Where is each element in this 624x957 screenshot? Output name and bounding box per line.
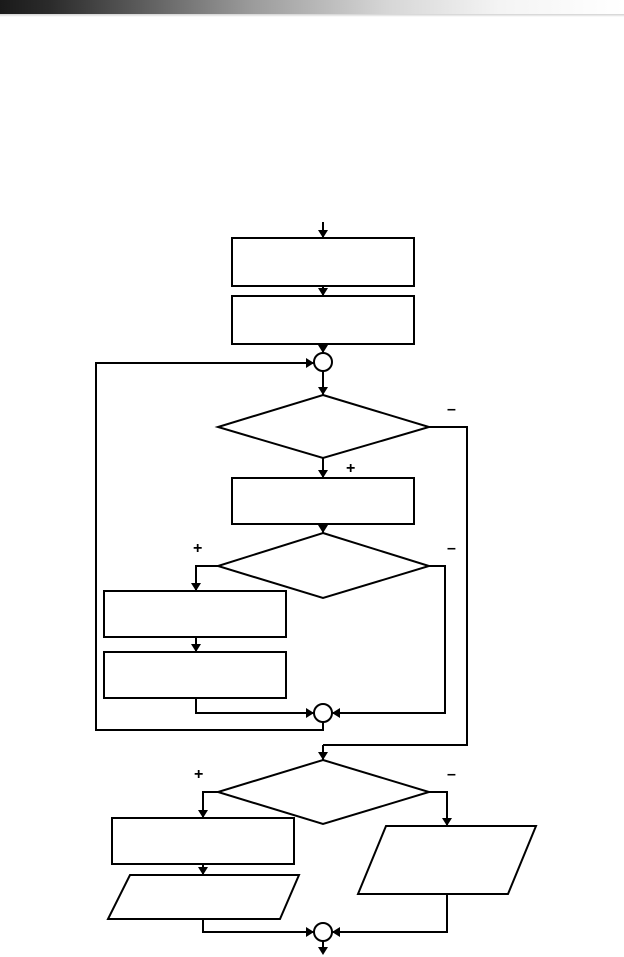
arrowhead-left (332, 927, 340, 937)
connector-lines (95, 222, 468, 950)
decision-diamond-3 (214, 758, 433, 826)
process-box-6 (111, 817, 295, 865)
decision-diamond-2 (214, 531, 433, 600)
process-box-1 (231, 237, 415, 287)
header-gradient-bar (0, 0, 624, 17)
arrowhead-down (198, 867, 208, 875)
connector-output2-junction3 (332, 894, 448, 933)
arrowhead-down (318, 525, 328, 533)
connector-process5-junction2 (195, 698, 314, 714)
decision-1-no-label: – (447, 401, 456, 418)
decision-3-yes-label: + (194, 766, 203, 783)
arrowheads (191, 230, 452, 955)
arrowhead-down (318, 345, 328, 353)
arrowhead-down (318, 230, 328, 238)
connector-decision2-yes (195, 565, 219, 591)
process-box-2 (231, 295, 415, 345)
arrowhead-left (332, 708, 340, 718)
arrowhead-down (442, 818, 452, 826)
arrowhead-down (318, 470, 328, 478)
arrowhead-right (306, 708, 314, 718)
connector-decision1-no (323, 426, 468, 746)
arrowhead-down (318, 288, 328, 296)
output-parallelogram-2 (356, 825, 538, 895)
flowchart-shapes (103, 237, 538, 942)
junction-circle-1 (313, 352, 333, 372)
output-parallelogram-1 (106, 874, 301, 920)
process-box-5 (103, 651, 287, 699)
arrowhead-down (318, 387, 328, 395)
junction-circle-3 (313, 922, 333, 942)
connector-decision3-yes (202, 791, 219, 818)
decision-3-no-label: – (447, 766, 456, 783)
decision-2-no-label: – (447, 540, 456, 557)
arrowhead-down (318, 947, 328, 955)
connector-decision2-no (332, 565, 446, 714)
junction-circle-2 (313, 703, 333, 723)
decision-2-yes-label: + (193, 540, 202, 557)
arrowhead-down (198, 810, 208, 818)
process-box-4 (103, 590, 287, 638)
connector-decision3-no (429, 791, 448, 826)
loop-back-line (95, 362, 324, 731)
arrowhead-right (306, 927, 314, 937)
arrowhead-down (191, 583, 201, 591)
process-box-3 (231, 477, 415, 525)
decision-diamond-1 (214, 393, 433, 460)
arrowhead-right (306, 358, 314, 368)
arrowhead-down (318, 752, 328, 760)
branch-labels: + – + – + – (193, 401, 456, 783)
arrowhead-down (191, 644, 201, 652)
connector-output1-junction3 (202, 919, 314, 933)
decision-1-yes-label: + (346, 460, 355, 477)
